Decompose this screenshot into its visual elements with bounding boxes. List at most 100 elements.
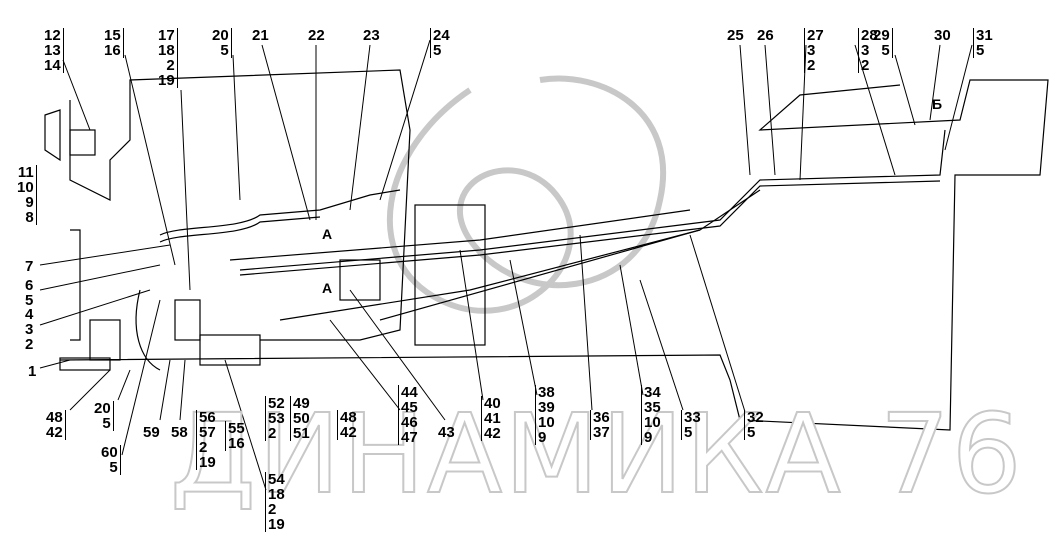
callout-number: 4: [25, 306, 34, 323]
callout-number: 2: [861, 57, 870, 74]
callout-number: 60: [101, 444, 118, 461]
callout-number: 5: [102, 415, 111, 432]
callout-number: 1: [28, 363, 37, 380]
callout-number: 9: [538, 429, 547, 446]
callout-number: 58: [171, 424, 188, 441]
callout-number: 9: [644, 429, 653, 446]
callout-group: 59: [143, 425, 160, 440]
callout-number: 3: [25, 321, 34, 338]
callout-number: 5: [976, 42, 985, 59]
callout-number: 29: [873, 27, 890, 44]
callout-group: 30: [934, 28, 951, 43]
callout-number: 6: [25, 277, 34, 294]
callout-number: 2: [268, 425, 277, 442]
callout-number: 56: [199, 409, 216, 426]
callout-number: 23: [363, 27, 380, 44]
callout-number: 33: [684, 409, 701, 426]
callout-number: 37: [593, 424, 610, 441]
callout-number: 59: [143, 424, 160, 441]
callout-group: 22: [308, 28, 325, 43]
callout-number: 5: [747, 424, 756, 441]
callout-number: 52: [268, 395, 285, 412]
callout-number: 47: [401, 429, 418, 446]
callout-number: 5: [109, 459, 118, 476]
callout-number: 30: [934, 27, 951, 44]
callout-number: 18: [268, 486, 285, 503]
callout-number: 5: [881, 42, 890, 59]
callout-number: 31: [976, 27, 993, 44]
callout-number: 51: [293, 425, 310, 442]
callout-number: 42: [340, 424, 357, 441]
callout-number: 8: [25, 209, 34, 226]
callout-group: 1: [28, 364, 36, 379]
watermark-text: ДИНАМИКА 76: [169, 389, 1024, 519]
callout-number: 44: [401, 384, 418, 401]
callout-number: 27: [807, 27, 824, 44]
callout-number: 54: [268, 471, 285, 488]
callout-number: 49: [293, 395, 310, 412]
callout-number: 16: [104, 42, 121, 59]
callout-number: 7: [25, 258, 34, 275]
callout-number: 40: [484, 395, 501, 412]
callout-number: 26: [757, 27, 774, 44]
callout-number: 28: [861, 27, 878, 44]
callout-number: 3: [861, 42, 870, 59]
callout-number: 2: [268, 501, 277, 518]
callout-number: 2: [807, 57, 816, 74]
callout-number: 36: [593, 409, 610, 426]
callout-number: 25: [727, 27, 744, 44]
callout-number: 16: [228, 435, 245, 452]
callout-number: 2: [25, 336, 34, 353]
callout-number: 3: [807, 42, 816, 59]
callout-number: 32: [747, 409, 764, 426]
callout-group: 43: [438, 425, 455, 440]
callout-number: 43: [438, 424, 455, 441]
callout-number: 10: [644, 414, 661, 431]
leader-lines: [39, 39, 973, 491]
callout-number: 19: [158, 72, 175, 89]
callout-number: 46: [401, 414, 418, 431]
callout-number: 39: [538, 399, 555, 416]
view-marker-a: А: [322, 226, 333, 242]
callout-number: 53: [268, 410, 285, 427]
callout-number: 2: [199, 439, 208, 456]
callout-number: 10: [538, 414, 555, 431]
callout-number: 21: [252, 27, 269, 44]
callout-number: 22: [308, 27, 325, 44]
callout-number: 12: [44, 27, 61, 44]
callout-number: 5: [25, 292, 34, 309]
callout-number: 50: [293, 410, 310, 427]
callout-number: 20: [212, 27, 229, 44]
callout-number: 57: [199, 424, 216, 441]
callout-number: 35: [644, 399, 661, 416]
callout-number: 45: [401, 399, 418, 416]
callout-number: 24: [433, 27, 450, 44]
callout-number: 14: [44, 57, 61, 74]
callout-group: 25: [727, 28, 744, 43]
callout-number: 48: [46, 409, 63, 426]
callout-number: 10: [17, 179, 34, 196]
callout-number: 5: [684, 424, 693, 441]
callout-number: 13: [44, 42, 61, 59]
callout-number: 18: [158, 42, 175, 59]
